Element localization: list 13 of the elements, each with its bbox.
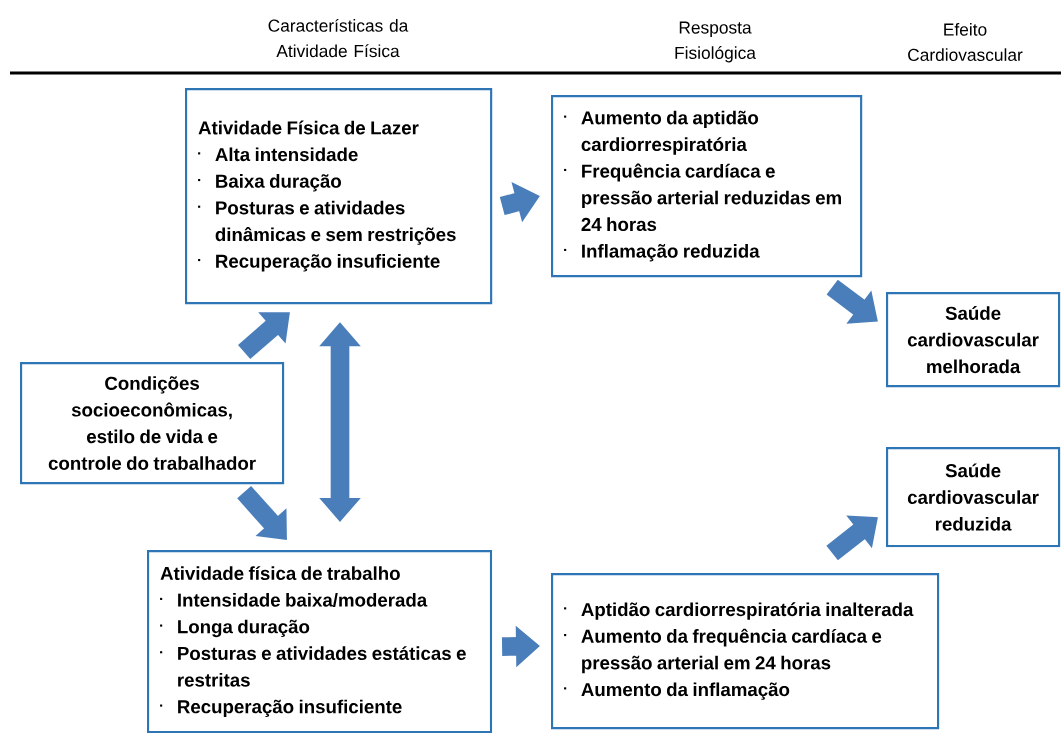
text-box: Atividade Física de Lazer Alta intensidade Baixa duração Posturas e atividades dinâmicas e sem restrições Recuperação insuficiente bbox=[185, 88, 493, 305]
block-arrow bbox=[826, 279, 878, 324]
text-box: Condições socioeconômicas, estilo de vida e controle do trabalhador bbox=[20, 362, 285, 485]
text-box: Aumento da aptidão cardiorrespiratória Frequência cardíaca e pressão arterial reduzidas em 24 horas Inflamação reduzida bbox=[551, 95, 863, 278]
column-heading: Características da Atividade Física bbox=[268, 18, 409, 58]
block-arrow bbox=[237, 485, 287, 540]
column-heading: Efeito Cardiovascular bbox=[908, 22, 1023, 62]
text-box: Saúde cardiovascular reduzida bbox=[886, 447, 1061, 548]
text-box: Aptidão cardiorrespiratória inalterada Aumento da frequência cardíaca e pressão arterial em 24 horas Aumento da inflamação bbox=[551, 573, 940, 730]
text-box: Saúde cardiovascular melhorada bbox=[886, 292, 1061, 388]
column-heading: Resposta Fisiológica bbox=[675, 21, 756, 63]
text-box: Atividade física de trabalho Intensidade baixa/moderada Longa duração Posturas e atividades estáticas e restritas Recuperação insuficiente bbox=[147, 550, 493, 733]
block-arrow bbox=[238, 312, 290, 360]
